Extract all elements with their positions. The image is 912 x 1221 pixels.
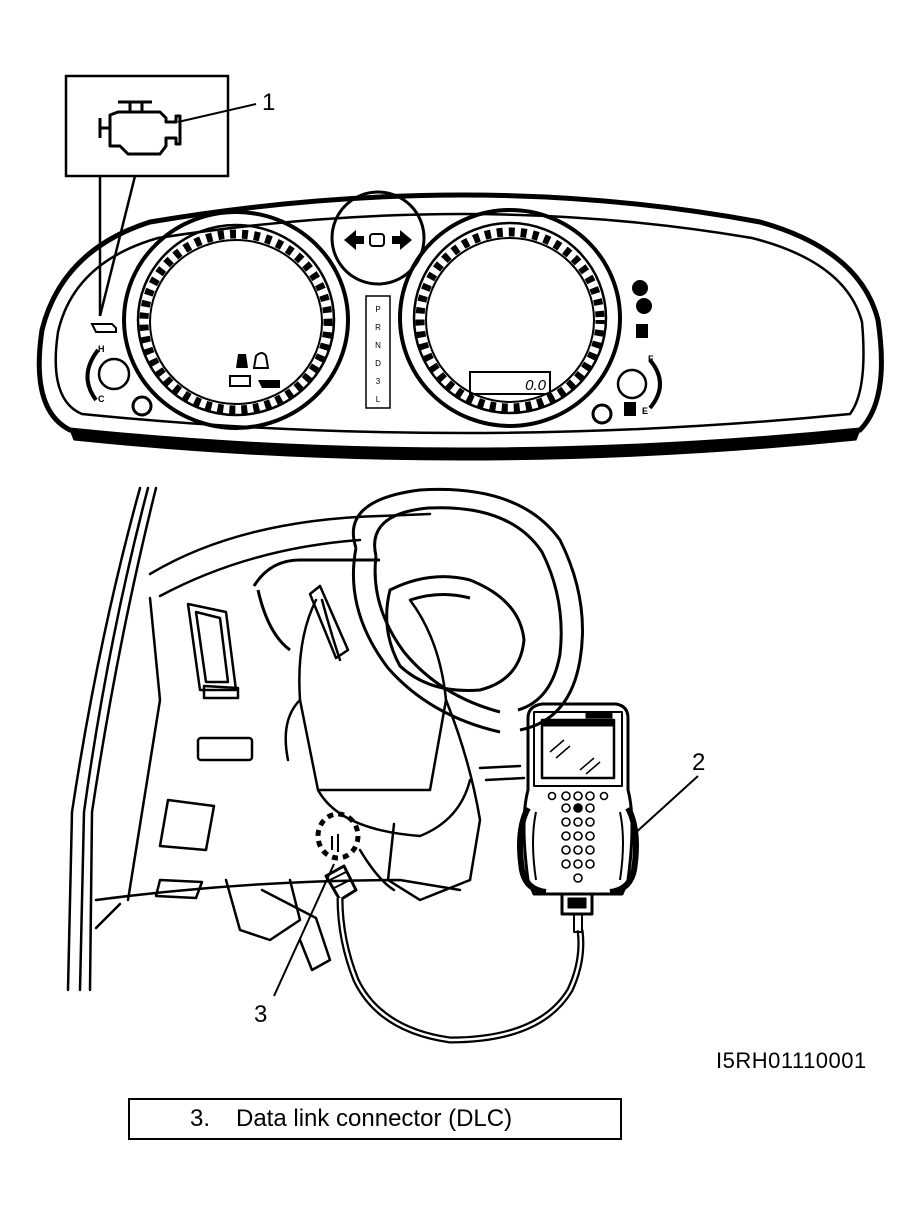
gear-r: R — [375, 323, 381, 332]
fuel-empty-label: E — [642, 406, 648, 416]
caption-number: 3. — [190, 1105, 211, 1132]
check-engine-icon — [98, 100, 182, 156]
callout-3-label: 3 — [254, 1001, 267, 1028]
gear-l: L — [376, 395, 381, 404]
dlc-plug-cable — [324, 864, 585, 1044]
scan-tool-keypad — [547, 791, 609, 883]
warning-lamps-right — [624, 280, 652, 416]
fuel-full-label: F — [648, 354, 654, 364]
gear-3: 3 — [376, 377, 381, 386]
steering-wheel — [252, 487, 584, 734]
callout-1-label: 1 — [262, 89, 275, 116]
callout-2-leader — [631, 775, 699, 837]
figure-id: I5RH01110001 — [716, 1048, 867, 1073]
cluster-check-engine-icon — [90, 323, 117, 333]
vehicle-interior — [66, 486, 526, 992]
caption-box: 3. Data link connector (DLC) — [128, 1098, 622, 1140]
temp-cold-label: C — [98, 394, 105, 404]
gear-n: N — [375, 341, 381, 350]
scan-tool — [517, 702, 639, 933]
caption-text: Data link connector (DLC) — [236, 1105, 513, 1132]
callout-1-leader — [177, 103, 257, 123]
odometer-readout: 0.0 — [525, 377, 547, 394]
temp-hot-label: H — [98, 344, 105, 354]
dlc-connector — [315, 811, 361, 861]
gear-p: P — [375, 305, 380, 314]
callout-3-leader — [273, 863, 335, 997]
warning-lamps-left — [229, 352, 280, 388]
turn-signal-icon — [344, 230, 412, 250]
gear-d: D — [375, 359, 381, 368]
instrument-cluster — [36, 190, 884, 461]
callout-2-label: 2 — [692, 749, 705, 776]
